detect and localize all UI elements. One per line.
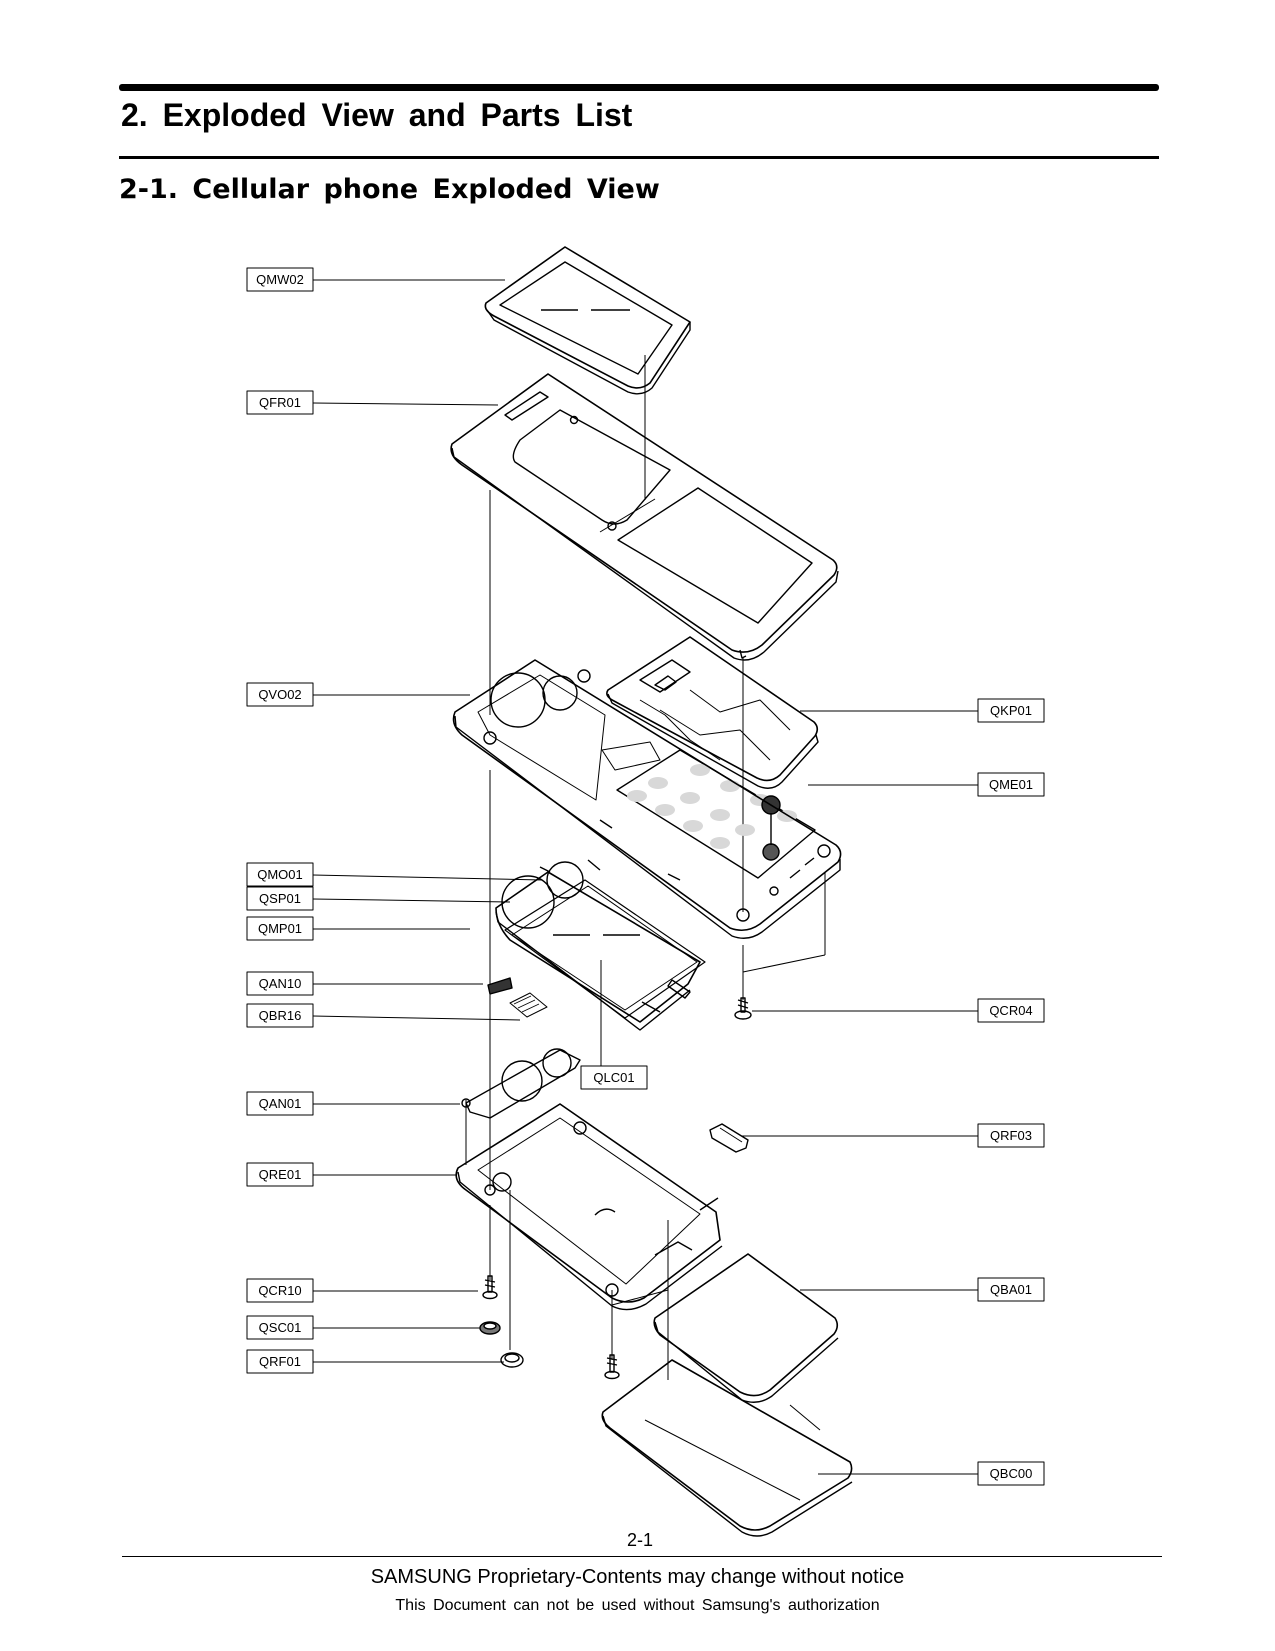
footer-rule	[122, 1556, 1162, 1557]
svg-text:QRE01: QRE01	[259, 1167, 302, 1182]
part-battery-cover-qbc00	[601, 1359, 853, 1537]
callout-qsp01: QSP01	[246, 886, 314, 911]
part-side-key-qrf03	[709, 1123, 749, 1153]
part-rubber-foot-qrf01	[500, 1352, 524, 1368]
part-rear-cover-qre01	[455, 1103, 723, 1311]
part-main-board-qmp01	[487, 859, 706, 1031]
footer-authorization: This Document can not be used without Sa…	[395, 1597, 880, 1614]
callout-labels: QMW02 QFR01 QVO02 QKP01 QME01 QMO01 QSP0…	[246, 267, 1045, 1486]
footer-notice: SAMSUNG Proprietary-Contents may change …	[370, 1566, 905, 1588]
section-title: 2-1. Cellular phone Exploded View	[119, 174, 660, 205]
part-front-cover-qfr01	[450, 373, 839, 661]
part-window-qmw02	[484, 246, 691, 395]
callout-qbc00: QBC00	[977, 1461, 1045, 1486]
callout-qrf01: QRF01	[246, 1349, 314, 1374]
svg-text:QCR10: QCR10	[258, 1283, 301, 1298]
callout-qkp01: QKP01	[977, 698, 1045, 723]
part-front-chassis-qvo02	[452, 659, 842, 939]
callout-qbr16: QBR16	[246, 1003, 314, 1028]
callout-qme01: QME01	[977, 772, 1045, 797]
svg-text:QCR04: QCR04	[989, 1003, 1032, 1018]
svg-text:QVO02: QVO02	[258, 687, 301, 702]
callout-qvo02: QVO02	[246, 682, 314, 707]
svg-text:QBA01: QBA01	[990, 1282, 1032, 1297]
svg-text:QRF01: QRF01	[259, 1354, 301, 1369]
part-dome-sheet-qme01	[601, 741, 816, 879]
callout-qba01: QBA01	[977, 1277, 1045, 1302]
callout-qan01: QAN01	[246, 1091, 314, 1116]
callout-qcr04: QCR04	[977, 998, 1045, 1023]
part-screw-qcr10	[482, 1275, 498, 1300]
callout-qmo01: QMO01	[246, 862, 314, 887]
callout-qsc01: QSC01	[246, 1315, 314, 1340]
svg-text:QBC00: QBC00	[990, 1466, 1033, 1481]
leader-lines	[312, 279, 978, 1475]
part-screw-cap-qsc01	[479, 1321, 501, 1335]
svg-text:QAN10: QAN10	[259, 976, 302, 991]
svg-text:QKP01: QKP01	[990, 703, 1032, 718]
svg-text:QMW02: QMW02	[256, 272, 304, 287]
header-rule-thick	[119, 84, 1159, 91]
callout-qre01: QRE01	[246, 1162, 314, 1187]
svg-text:QRF03: QRF03	[990, 1128, 1032, 1143]
svg-text:QSP01: QSP01	[259, 891, 301, 906]
part-screw-rear	[604, 1354, 620, 1380]
svg-text:QBR16: QBR16	[259, 1008, 302, 1023]
svg-text:QME01: QME01	[989, 777, 1033, 792]
part-keypad-qkp01	[606, 636, 819, 789]
part-antenna-qan01	[461, 1048, 581, 1119]
assembly-guides	[465, 355, 826, 1380]
svg-text:QLC01: QLC01	[593, 1070, 634, 1085]
callout-qan10: QAN10	[246, 971, 314, 996]
page-title: 2. Exploded View and Parts List	[121, 97, 633, 133]
callout-qfr01: QFR01	[246, 390, 314, 415]
header-rule-thin	[119, 156, 1159, 159]
svg-text:QMO01: QMO01	[257, 867, 303, 882]
svg-text:QAN01: QAN01	[259, 1096, 302, 1111]
callout-qcr10: QCR10	[246, 1278, 314, 1303]
svg-text:QMP01: QMP01	[258, 921, 302, 936]
callout-qmw02: QMW02	[246, 267, 314, 292]
page-number: 2-1	[626, 1530, 653, 1550]
part-screw-qcr04	[734, 997, 752, 1020]
svg-text:QSC01: QSC01	[259, 1320, 302, 1335]
callout-qmp01: QMP01	[246, 916, 314, 941]
callout-qrf03: QRF03	[977, 1123, 1045, 1148]
callout-qlc01: QLC01	[580, 1065, 648, 1090]
svg-text:QFR01: QFR01	[259, 395, 301, 410]
